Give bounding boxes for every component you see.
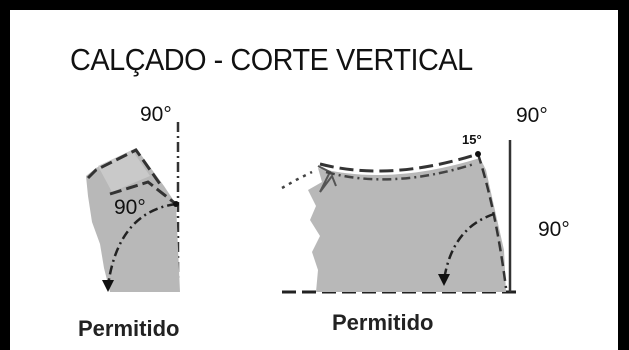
right-angle-side-label: 90° [538,218,570,241]
diagram-title: CALÇADO - CORTE VERTICAL [70,42,473,77]
right-shoe-left-edge [317,165,337,193]
right-caption: Permitido [332,310,434,335]
right-angle-arc [442,212,495,281]
left-angle-arc [106,202,177,287]
left-angle-top-label: 90° [140,103,172,126]
right-shoe-figure [281,140,516,294]
right-top-inner-edge [325,162,475,181]
left-corner-dot [173,201,179,207]
left-angle-arrowhead [102,280,114,292]
left-angle-inner-label: 90° [114,196,146,219]
right-angle-top-label: 90° [516,104,548,127]
left-top-edge [86,148,162,185]
left-caption: Permitido [78,316,180,341]
right-shoe-section [308,158,506,292]
right-angle-small-label: 15° [462,132,482,147]
right-angle-arrowhead [438,274,450,286]
right-dotted-extension [281,170,313,190]
left-shoe-figure [86,122,180,292]
left-inner-edge [109,180,177,206]
right-corner-dot [475,151,481,157]
left-shoe-collar [98,150,150,192]
right-heel-edge [476,153,508,289]
